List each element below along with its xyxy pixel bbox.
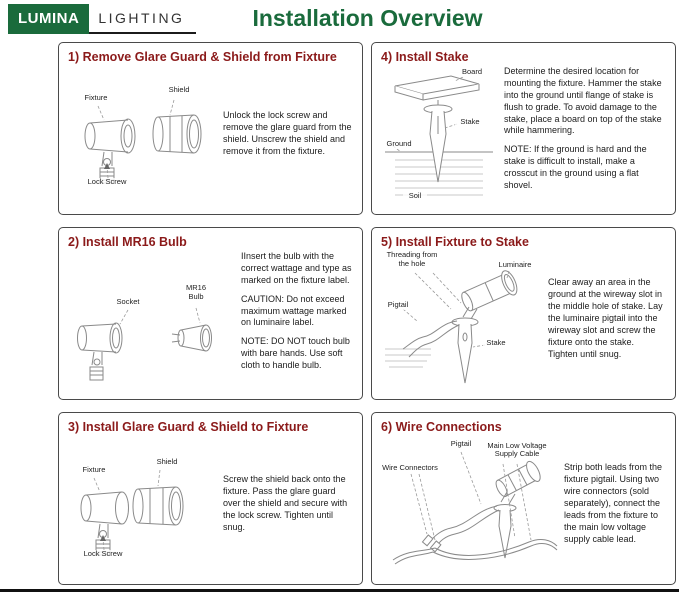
threading-label: Threading from the hole bbox=[381, 250, 443, 269]
step-1-title: 1) Remove Glare Guard & Shield from Fixt… bbox=[68, 50, 337, 64]
step-3-diagram: Fixture Shield Lock Screw bbox=[68, 442, 218, 574]
step-2-diagram: Socket MR16 Bulb bbox=[68, 278, 236, 394]
soil-label: Soil bbox=[403, 191, 427, 201]
wire-connections-art bbox=[392, 451, 558, 564]
step-3-panel: 3) Install Glare Guard & Shield to Fixtu… bbox=[58, 412, 363, 585]
mr16-bulb-art bbox=[77, 307, 212, 381]
steps-grid: 1) Remove Glare Guard & Shield from Fixt… bbox=[58, 42, 676, 585]
pigtail-label: Pigtail bbox=[383, 300, 413, 310]
ground-label: Ground bbox=[381, 139, 417, 149]
step-3-title: 3) Install Glare Guard & Shield to Fixtu… bbox=[68, 420, 309, 434]
paragraph: Determine the desired location for mount… bbox=[504, 66, 662, 136]
paragraph: Clear away an area in the ground at the … bbox=[548, 277, 663, 359]
page-bottom-edge bbox=[0, 589, 679, 592]
board-label: Board bbox=[457, 67, 487, 77]
shield-label: Shield bbox=[162, 85, 196, 95]
step-1-diagram: Fixture Shield Lock Screw bbox=[68, 72, 218, 204]
fixture-shield-attach-art bbox=[80, 469, 184, 555]
brand-sub-label: LIGHTING bbox=[89, 4, 197, 34]
step-4-title: 4) Install Stake bbox=[381, 50, 469, 64]
stake-label: Stake bbox=[483, 338, 509, 348]
paragraph: Unlock the lock screw and remove the gla… bbox=[223, 110, 352, 156]
stake-install-art bbox=[385, 75, 493, 196]
paragraph: NOTE: DO NOT touch bulb with bare hands.… bbox=[241, 336, 350, 370]
main-cable-label: Main Low Voltage Supply Cable bbox=[483, 441, 551, 459]
fixture-label: Fixture bbox=[76, 465, 112, 475]
lock-screw-label: Lock Screw bbox=[86, 176, 128, 187]
stake-label: Stake bbox=[455, 117, 485, 127]
step-4-panel: 4) Install Stake bbox=[371, 42, 676, 215]
step-4-instructions: Determine the desired location for mount… bbox=[499, 66, 666, 209]
step-6-diagram: Pigtail Wire Connectors Main Low Voltage… bbox=[381, 439, 559, 576]
page-title: Installation Overview bbox=[252, 5, 483, 31]
step-5-diagram: Threading from the hole Luminaire Pigtai… bbox=[381, 250, 543, 391]
wire-connectors-label: Wire Connectors bbox=[381, 462, 439, 473]
paragraph: Screw the shield back onto the fixture. … bbox=[223, 474, 348, 532]
step-5-instructions: Clear away an area in the ground at the … bbox=[543, 277, 666, 367]
step-6-title: 6) Wire Connections bbox=[381, 420, 502, 434]
step-2-instructions: IInsert the bulb with the correct wattag… bbox=[236, 251, 353, 394]
step-6-instructions: Strip both leads from the fixture pigtai… bbox=[559, 462, 666, 552]
shield-label: Shield bbox=[150, 457, 184, 467]
step-5-panel: 5) Install Fixture to Stake bbox=[371, 227, 676, 400]
step-1-instructions: Unlock the lock screw and remove the gla… bbox=[218, 110, 353, 165]
paragraph: NOTE: If the ground is hard and the stak… bbox=[504, 144, 647, 190]
lock-screw-label: Lock Screw bbox=[82, 548, 124, 559]
step-5-title: 5) Install Fixture to Stake bbox=[381, 235, 529, 249]
paragraph: IInsert the bulb with the correct wattag… bbox=[241, 251, 352, 285]
brand-logo: LUMINA bbox=[8, 4, 90, 34]
socket-label: Socket bbox=[112, 297, 144, 307]
luminaire-label: Luminaire bbox=[493, 260, 537, 270]
step-2-title: 2) Install MR16 Bulb bbox=[68, 235, 187, 249]
step-6-panel: 6) Wire Connections bbox=[371, 412, 676, 585]
fixture-shield-removed-art bbox=[84, 99, 202, 183]
mr16-bulb-label: MR16 Bulb bbox=[180, 283, 212, 302]
step-3-instructions: Screw the shield back onto the fixture. … bbox=[218, 474, 353, 540]
step-4-diagram: Board Stake Ground Soil bbox=[381, 66, 499, 208]
fixture-to-stake-art bbox=[385, 270, 518, 384]
brand: LUMINA LIGHTING bbox=[8, 4, 197, 34]
pigtail-label: Pigtail bbox=[445, 439, 477, 449]
paragraph: CAUTION: Do not exceed maximum wattage m… bbox=[241, 293, 347, 328]
page-header: LUMINA LIGHTING Installation Overview bbox=[0, 0, 679, 40]
fixture-label: Fixture bbox=[78, 93, 114, 103]
step-2-panel: 2) Install MR16 Bulb bbox=[58, 227, 363, 400]
paragraph: Strip both leads from the fixture pigtai… bbox=[564, 462, 663, 544]
step-1-panel: 1) Remove Glare Guard & Shield from Fixt… bbox=[58, 42, 363, 215]
